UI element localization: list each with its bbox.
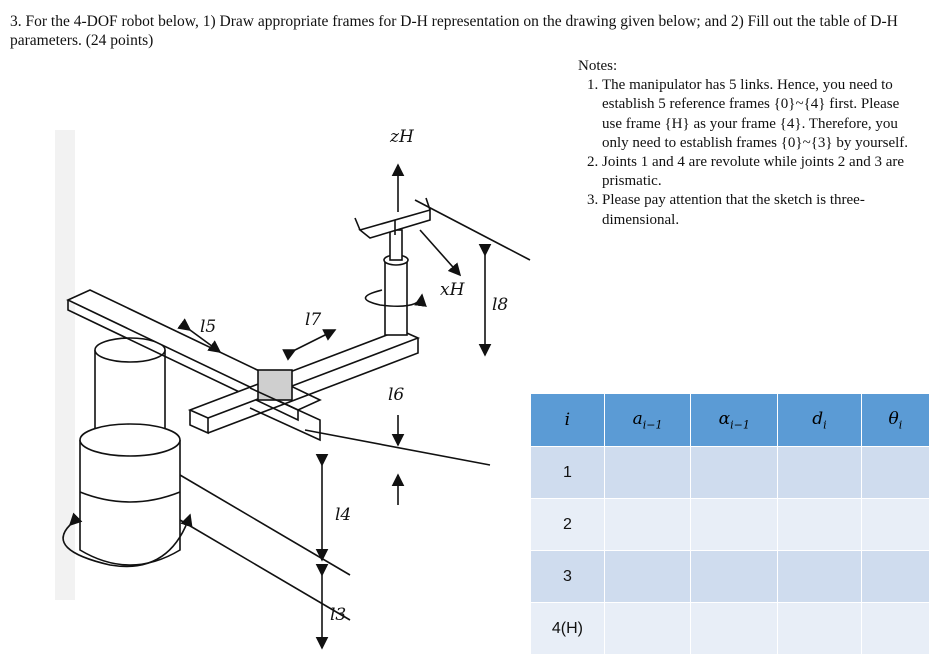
cell-d[interactable] <box>777 498 862 551</box>
table-row: 4(H) <box>530 602 930 655</box>
header-d: di <box>777 393 862 447</box>
cell-i: 3 <box>530 550 605 603</box>
header-alpha-base: α <box>718 408 731 429</box>
cell-d[interactable] <box>777 550 862 603</box>
header-a: ai−1 <box>603 393 692 447</box>
cell-a[interactable] <box>603 498 692 551</box>
header-theta-sub: i <box>898 418 903 432</box>
note-item-2: Joints 1 and 4 are revolute while joints… <box>602 153 918 191</box>
cell-i: 4(H) <box>530 602 605 655</box>
label-l3: l3 <box>330 605 346 625</box>
cell-a[interactable] <box>603 550 692 603</box>
cell-alpha[interactable] <box>690 550 779 603</box>
header-d-sub: i <box>823 418 827 432</box>
cell-i: 1 <box>530 446 605 499</box>
header-a-base: a <box>632 408 643 429</box>
dh-parameter-table: i ai−1 αi−1 di θi 1 2 3 4(H) <box>530 393 930 655</box>
label-l5: l5 <box>200 317 216 337</box>
label-l8: l8 <box>492 295 508 315</box>
notes-title: Notes: <box>578 58 618 74</box>
robot-sketch: zH xH l8 l5 l7 l6 l4 l3 <box>55 127 531 650</box>
cell-theta[interactable] <box>860 498 930 551</box>
label-l6: l6 <box>388 385 404 405</box>
table-row: 1 <box>530 446 930 499</box>
cell-i: 2 <box>530 498 605 551</box>
note-item-3: Please pay attention that the sketch is … <box>602 191 918 229</box>
cell-a[interactable] <box>603 602 692 655</box>
table-header-row: i ai−1 αi−1 di θi <box>530 393 930 447</box>
cell-theta[interactable] <box>860 446 930 499</box>
header-i: i <box>530 393 605 447</box>
cell-d[interactable] <box>777 602 862 655</box>
cell-d[interactable] <box>777 446 862 499</box>
header-alpha-sub: i−1 <box>730 418 750 432</box>
label-l4: l4 <box>335 505 351 525</box>
cell-alpha[interactable] <box>690 446 779 499</box>
table-row: 3 <box>530 550 930 603</box>
label-zH: zH <box>389 127 415 147</box>
note-item-1: The manipulator has 5 links. Hence, you … <box>602 76 918 153</box>
header-d-base: d <box>812 408 824 429</box>
header-alpha: αi−1 <box>690 393 779 447</box>
label-l7: l7 <box>305 310 321 330</box>
header-theta: θi <box>860 393 930 447</box>
cell-theta[interactable] <box>860 550 930 603</box>
label-xH: xH <box>440 280 466 300</box>
header-theta-base: θ <box>888 408 899 429</box>
header-a-sub: i−1 <box>642 418 663 432</box>
cell-theta[interactable] <box>860 602 930 655</box>
question-text: 3. For the 4-DOF robot below, 1) Draw ap… <box>10 13 898 49</box>
notes-block: Notes: The manipulator has 5 links. Henc… <box>578 57 918 230</box>
cell-a[interactable] <box>603 446 692 499</box>
cell-alpha[interactable] <box>690 602 779 655</box>
cell-alpha[interactable] <box>690 498 779 551</box>
notes-list: The manipulator has 5 links. Hence, you … <box>578 76 918 230</box>
table-row: 2 <box>530 498 930 551</box>
